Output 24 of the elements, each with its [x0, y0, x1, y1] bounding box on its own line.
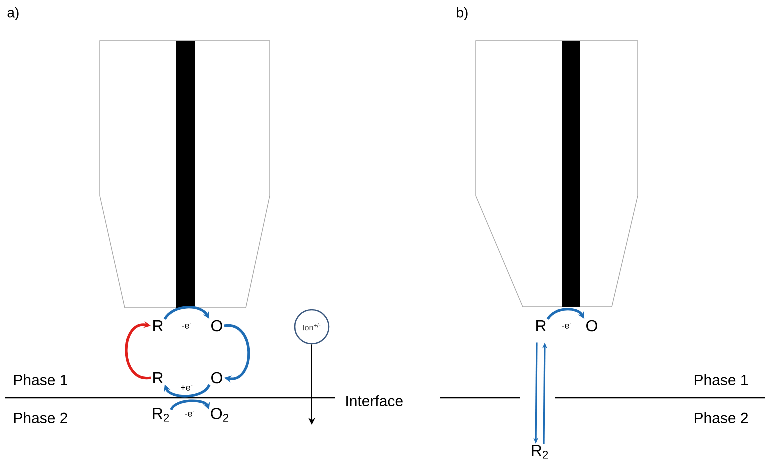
phase-label: Phase 1	[14, 374, 68, 386]
curved-arrow	[224, 324, 250, 383]
species-label: O	[212, 320, 222, 332]
panel-label: b)	[457, 7, 468, 21]
species-label: R	[154, 372, 164, 384]
species-label: R	[154, 320, 164, 332]
species-label: R$_{2}$	[153, 408, 170, 422]
edge-label: -e$^{-}$	[182, 323, 192, 329]
edge-label: -e$^{-}$	[185, 411, 194, 417]
phase-label: Phase 1	[694, 374, 748, 386]
phase-label: Phase 2	[694, 412, 748, 424]
edge-label: -e$^{-}$	[562, 323, 572, 329]
phase-label: Phase 2	[14, 412, 68, 424]
interface-label: Interface	[346, 396, 403, 406]
species-label: O$_{2}$	[211, 408, 229, 422]
species-label: O	[586, 320, 598, 332]
curved-arrow	[170, 400, 210, 411]
edge-label: +e$^{-}$	[181, 385, 193, 391]
species-label: R	[536, 320, 546, 332]
species-label: R$_{2}$	[532, 445, 548, 459]
panel-label: a)	[8, 7, 19, 21]
species-label: O	[212, 372, 222, 384]
curved-arrow	[164, 384, 211, 398]
curved-arrow	[125, 321, 152, 380]
